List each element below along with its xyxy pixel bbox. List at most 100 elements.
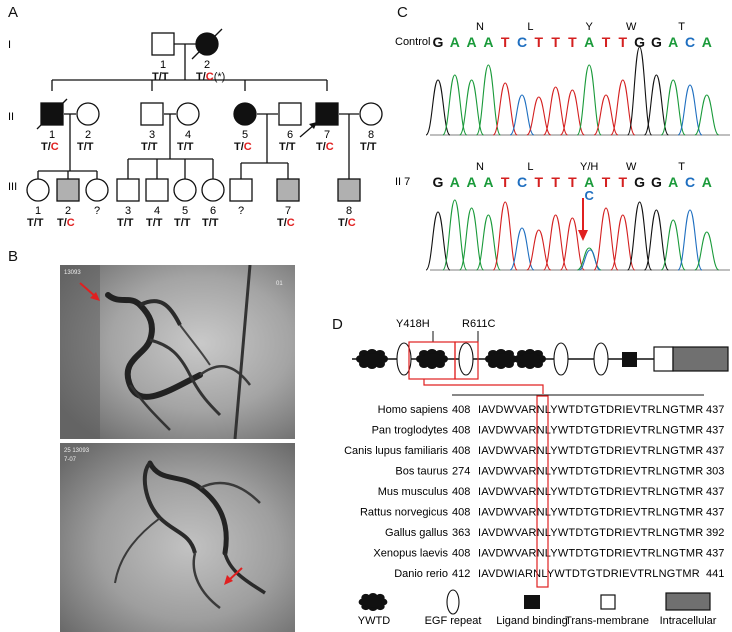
amino-acid-0-2: Y — [586, 21, 594, 33]
angio1-overlay-2: 01 — [276, 281, 283, 287]
base-0-14: A — [668, 34, 678, 50]
genotype-iii-4: T/T — [146, 217, 163, 229]
pedigree-symbol-iii-4 — [145, 178, 169, 202]
species-start-5: 408 — [452, 507, 470, 519]
trace-peak-0-5 — [509, 94, 535, 136]
base-0-16: A — [702, 34, 712, 50]
legend-transmembrane-icon — [600, 594, 616, 610]
trace-peak-1-4 — [492, 201, 518, 271]
individual-number-ii-7: 7 — [324, 129, 330, 141]
species-end-0: 437 — [706, 404, 724, 416]
base-1-14: A — [668, 174, 678, 190]
species-name-6: Gallus gallus — [385, 527, 448, 539]
base-1-3: A — [483, 174, 493, 190]
legend-label-0: YWTD — [358, 615, 390, 627]
base-1-5: C — [517, 174, 527, 190]
individual-number-i-1: 1 — [160, 59, 166, 71]
base-0-3: A — [483, 34, 493, 50]
pedigree-symbol-ii-3 — [140, 102, 164, 126]
pedigree-symbol-ii-6 — [278, 102, 302, 126]
base-0-4: T — [501, 34, 510, 50]
base-0-2: A — [467, 34, 477, 50]
genotype-iii-5: T/T — [174, 217, 191, 229]
egf-repeat-1 — [396, 342, 412, 376]
generation-label-1: I — [8, 39, 11, 51]
pedigree-symbol-iii-1 — [26, 178, 50, 202]
trace-peak-0-3 — [475, 64, 501, 136]
legend-ligand-icon — [524, 595, 540, 609]
pedigree-lines — [37, 43, 359, 179]
species-start-1: 408 — [452, 425, 470, 437]
base-0-9: A — [584, 34, 594, 50]
proband-arrowhead — [309, 122, 317, 129]
species-name-4: Mus musculus — [378, 486, 449, 498]
base-1-10: T — [602, 174, 611, 190]
pedigree-symbol-iii-3 — [116, 178, 140, 202]
egf-repeat-3 — [553, 342, 569, 376]
highlight-box-r611c — [454, 341, 479, 380]
transmembrane-domain — [653, 346, 674, 372]
base-0-6: T — [535, 34, 544, 50]
species-end-7: 437 — [706, 548, 724, 560]
species-sequence-3: IAVDWVARNLYWTDTGTDRIEVTRLNGTMR — [478, 466, 703, 478]
species-sequence-0: IAVDWVARNLYWTDTGTDRIEVTRLNGTMR — [478, 404, 703, 416]
genotype-i-2: T/C(*) — [196, 71, 225, 83]
trace-peak-0-2 — [459, 79, 485, 136]
pedigree-symbol-ii-2 — [76, 102, 100, 126]
pedigree-symbol-iii-q1 — [85, 178, 109, 202]
trace-peak-1-2 — [459, 207, 485, 271]
base-0-13: G — [651, 34, 662, 50]
angio1-arrowhead — [90, 292, 100, 301]
base-1-16: A — [702, 174, 712, 190]
pedigree-symbol-ii-8 — [359, 102, 383, 126]
species-sequence-2: IAVDWVARNLYWTDTGTDRIEVTRLNGTMR — [478, 445, 703, 457]
individual-number-ii-8: 8 — [368, 129, 374, 141]
pedigree-symbol-i-1 — [151, 32, 175, 56]
genotype-ii-7: T/C — [316, 141, 334, 153]
species-name-8: Danio rerio — [394, 568, 448, 580]
legend-label-2: Ligand binding — [496, 615, 568, 627]
genotype-iii-7: T/C — [277, 217, 295, 229]
species-start-8: 412 — [452, 568, 470, 580]
species-end-1: 437 — [706, 425, 724, 437]
legend-label-3: Trans-membrane — [565, 615, 649, 627]
pedigree-symbol-ii-4 — [176, 102, 200, 126]
intracellular-domain — [672, 346, 729, 372]
base-0-11: T — [619, 34, 628, 50]
base-0-10: T — [602, 34, 611, 50]
legend-label-4: Intracellular — [660, 615, 717, 627]
trace-peak-1-10 — [593, 207, 619, 271]
species-sequence-6: IAVDWVARNLYWTDTGTDRIEVTRLNGTMR — [478, 527, 703, 539]
angio2-overlay-1: 25 13093 — [64, 448, 90, 454]
legend-egf-icon — [446, 589, 460, 615]
legend-intracellular-icon — [665, 592, 711, 611]
species-end-5: 437 — [706, 507, 724, 519]
trace-peak-0-12 — [627, 46, 653, 136]
species-start-4: 408 — [452, 486, 470, 498]
genotype-ii-1: T/C — [41, 141, 59, 153]
trace-peak-0-4 — [492, 82, 518, 136]
species-sequence-5: IAVDWVARNLYWTDTGTDRIEVTRLNGTMR — [478, 507, 703, 519]
angio2-overlay-2: 7-07 — [64, 457, 77, 463]
pedigree-symbol-iii-2 — [56, 178, 80, 202]
ywtd-domain-4 — [514, 349, 546, 369]
amino-acid-0-1: L — [527, 21, 533, 33]
legend-ywtd-icon — [358, 593, 388, 611]
base-0-15: C — [685, 34, 695, 50]
trace-peak-1-14 — [660, 219, 686, 271]
trace-peak-0-14 — [660, 79, 686, 136]
trace-peak-0-11 — [610, 79, 636, 136]
amino-acid-1-3: W — [626, 161, 637, 173]
individual-number-ii-3: 3 — [149, 129, 155, 141]
pedigree-symbol-iii-6 — [201, 178, 225, 202]
base-1-12: G — [634, 174, 645, 190]
amino-acid-1-2: Y/H — [580, 161, 598, 173]
individual-number-iii-6: 6 — [210, 205, 216, 217]
base-0-1: A — [450, 34, 460, 50]
pedigree-symbol-ii-7 — [315, 102, 339, 126]
individual-number-ii-2: 2 — [85, 129, 91, 141]
species-sequence-7: IAVDWVARNLYWTDTGTDRIEVTRLNGTMR — [478, 548, 703, 560]
individual-number-iii-3: 3 — [125, 205, 131, 217]
base-1-8: T — [568, 174, 577, 190]
